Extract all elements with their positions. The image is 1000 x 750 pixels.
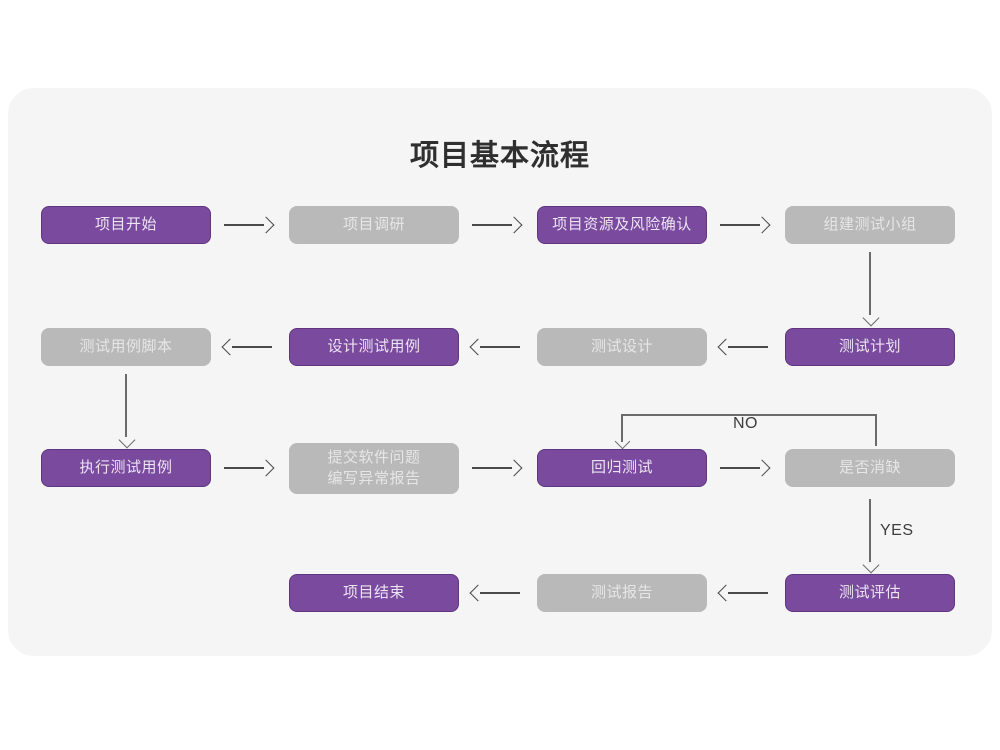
loop-arrow-head [614, 433, 631, 450]
edge-arrow-left [717, 584, 768, 601]
edge-arrow-right [720, 459, 771, 476]
flow-node-regression-test[interactable]: 回归测试 [537, 449, 707, 487]
edge-arrow-down [862, 252, 879, 327]
edge-arrow-right [472, 459, 523, 476]
edge-arrow-right [472, 216, 523, 233]
edge-arrow-right [224, 459, 275, 476]
node-label: 测试用例脚本 [79, 337, 173, 355]
edge-arrow-right [720, 216, 771, 233]
loop-segment-horizontal [621, 414, 877, 416]
arrow-shaft [232, 346, 272, 348]
arrow-shaft [224, 224, 264, 226]
arrow-shaft [472, 224, 512, 226]
arrow-head [505, 216, 523, 233]
arrow-shaft [472, 467, 512, 469]
node-label: 回归测试 [590, 458, 653, 476]
node-label: 测试报告 [590, 583, 653, 601]
edge-arrow-left [469, 584, 520, 601]
node-label: 项目资源及风险确认 [552, 215, 692, 233]
node-label: 组建测试小组 [823, 215, 917, 233]
node-label: 测试评估 [838, 583, 901, 601]
flow-node-project-research[interactable]: 项目调研 [289, 206, 459, 244]
diagram-panel [8, 88, 992, 656]
arrow-head [717, 338, 735, 355]
arrow-head [257, 216, 275, 233]
flow-node-execute-test-case[interactable]: 执行测试用例 [41, 449, 211, 487]
node-label: 项目调研 [342, 215, 405, 233]
flow-node-test-report[interactable]: 测试报告 [537, 574, 707, 612]
branch-label-yes: YES [880, 522, 914, 539]
node-label: 是否消缺 [838, 458, 901, 476]
arrow-head [717, 584, 735, 601]
flow-node-resource-risk-confirm[interactable]: 项目资源及风险确认 [537, 206, 707, 244]
flow-node-submit-issue-report[interactable]: 提交软件问题 编写异常报告 [289, 443, 459, 494]
edge-arrow-left [221, 338, 272, 355]
arrow-head [505, 459, 523, 476]
branch-label-no: NO [733, 415, 758, 432]
node-label: 项目结束 [342, 583, 405, 601]
flow-node-test-case-script[interactable]: 测试用例脚本 [41, 328, 211, 366]
flow-node-form-test-team[interactable]: 组建测试小组 [785, 206, 955, 244]
arrow-shaft [480, 592, 520, 594]
flow-node-project-end[interactable]: 项目结束 [289, 574, 459, 612]
edge-arrow-down [862, 499, 879, 574]
arrow-head [221, 338, 239, 355]
flow-node-test-evaluation[interactable]: 测试评估 [785, 574, 955, 612]
flow-node-defect-cleared-decision[interactable]: 是否消缺 [785, 449, 955, 487]
arrow-shaft [720, 467, 760, 469]
node-label: 设计测试用例 [327, 337, 421, 355]
edge-arrow-left [469, 338, 520, 355]
arrow-shaft [728, 346, 768, 348]
loop-segment-vertical-left [621, 414, 623, 442]
flow-node-project-start[interactable]: 项目开始 [41, 206, 211, 244]
node-label: 项目开始 [94, 215, 157, 233]
arrow-shaft [720, 224, 760, 226]
arrow-shaft [728, 592, 768, 594]
node-label: 测试计划 [838, 337, 901, 355]
flow-node-test-plan[interactable]: 测试计划 [785, 328, 955, 366]
loop-segment-vertical-right [875, 414, 877, 446]
node-label: 测试设计 [590, 337, 653, 355]
edge-arrow-right [224, 216, 275, 233]
arrow-head [862, 556, 879, 574]
arrow-shaft [224, 467, 264, 469]
flow-node-design-test-case[interactable]: 设计测试用例 [289, 328, 459, 366]
arrow-head [753, 459, 771, 476]
arrow-head [469, 338, 487, 355]
arrow-head [469, 584, 487, 601]
arrow-shaft [869, 499, 871, 562]
arrow-shaft [480, 346, 520, 348]
node-label: 执行测试用例 [79, 458, 173, 476]
edge-arrow-down [118, 374, 135, 449]
arrow-shaft [125, 374, 127, 437]
arrow-head [862, 309, 879, 327]
flow-node-test-design[interactable]: 测试设计 [537, 328, 707, 366]
page-title: 项目基本流程 [409, 140, 590, 172]
arrow-head [257, 459, 275, 476]
node-label: 提交软件问题 编写异常报告 [327, 449, 421, 487]
arrow-shaft [869, 252, 871, 315]
arrow-head [753, 216, 771, 233]
edge-arrow-left [717, 338, 768, 355]
arrow-head [118, 431, 135, 449]
